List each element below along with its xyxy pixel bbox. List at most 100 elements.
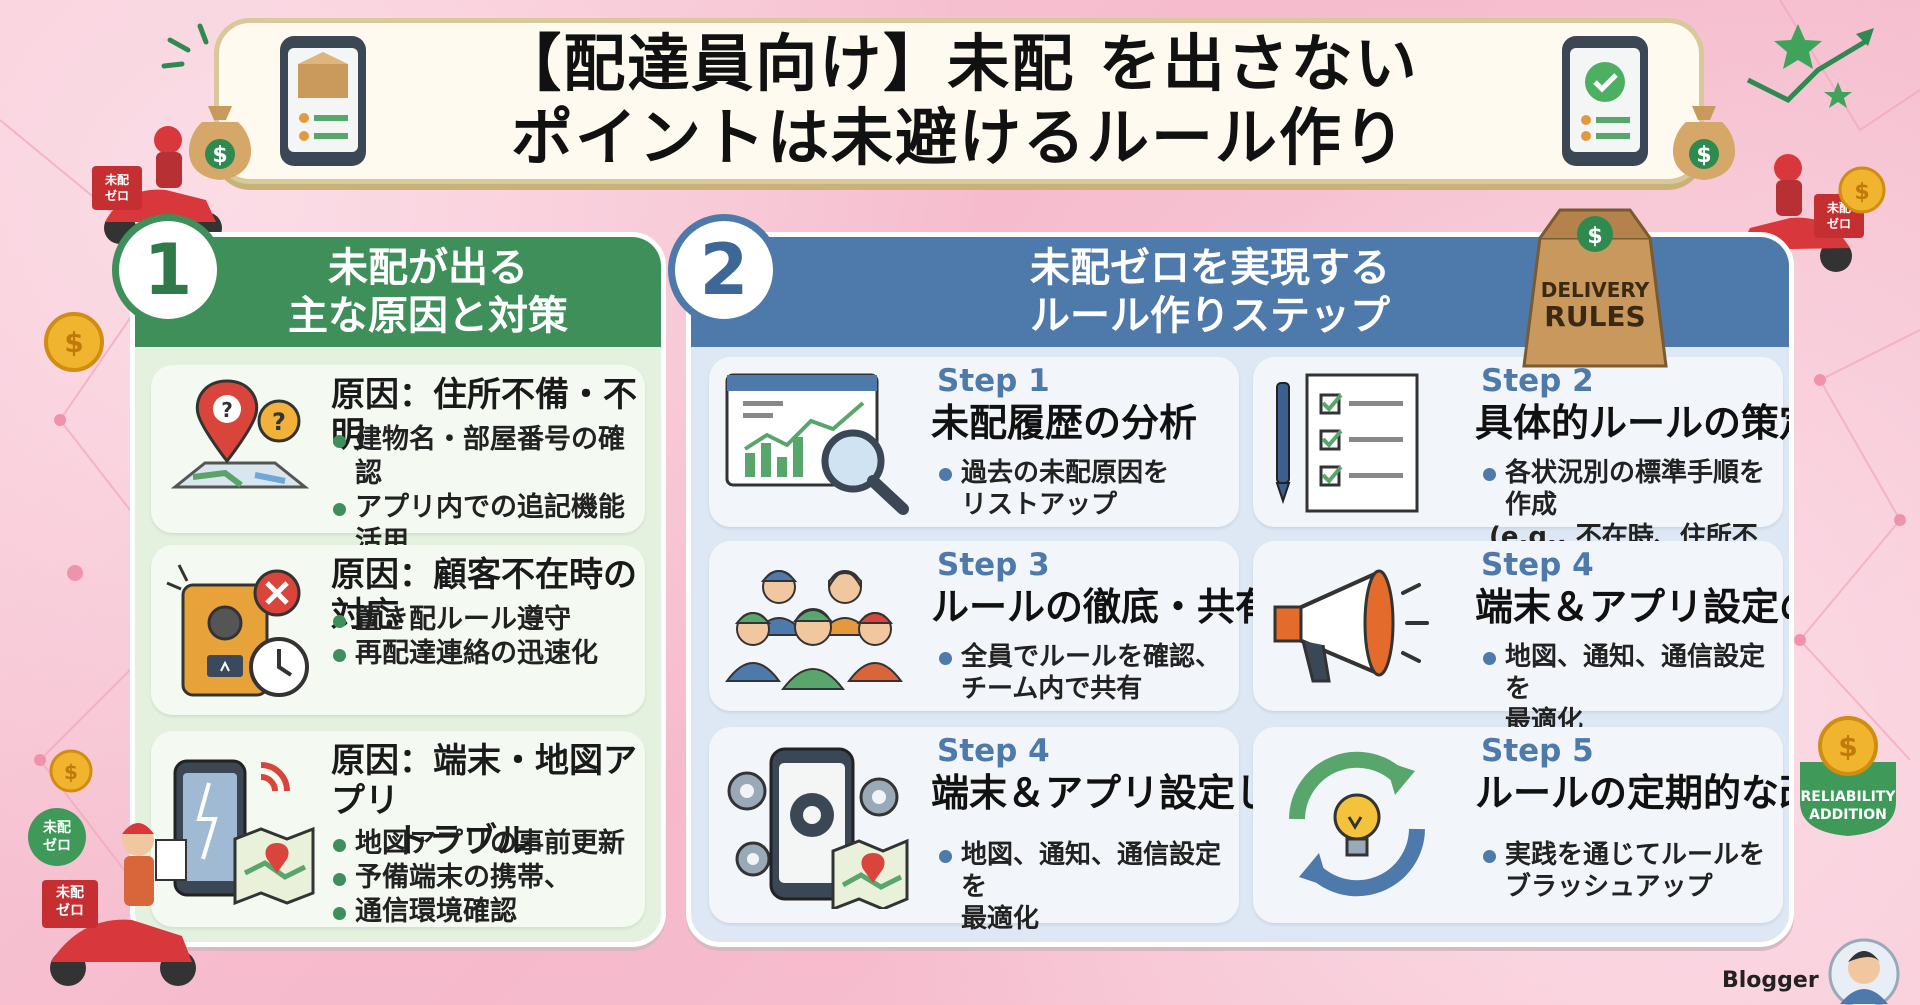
svg-text:$: $ [212, 143, 227, 168]
cause-item: 建物名・部屋番号の確認 [331, 423, 639, 491]
step-detail-line: 地図、通知、通信設定を [1481, 641, 1779, 705]
step-label: Step 4 [937, 733, 1050, 769]
paper-bag-icon: $ [1522, 208, 1668, 368]
svg-text:$: $ [1696, 143, 1711, 168]
cause-item: アプリ内での追記機能活用 [331, 491, 639, 559]
step-detail-line: チーム内で共有 [961, 674, 1143, 704]
step-detail: 過去の未配原因を リストアップ [937, 457, 1235, 521]
cause-card-device: 原因：端末・地図アプリ トラブル 地図アプリの事前更新 予備端末の携帯、 通信環… [151, 731, 645, 927]
step-title: ルールの徹底・共有 [931, 585, 1274, 629]
step-detail: 全員でルールを確認、 チーム内で共有 [937, 641, 1235, 705]
svg-text:?: ? [221, 398, 233, 422]
scooter-box-line-2: ゼロ [56, 903, 84, 919]
cause-list: 建物名・部屋番号の確認 アプリ内での追記機能活用 [331, 423, 639, 559]
title-banner: 【配達員向け】未配 を出さない ポイントは未避けるルール作り [214, 18, 1704, 184]
step-detail-line: 地図、通知、通信設定を [937, 839, 1235, 903]
bag-label-line-2: RULES [1544, 300, 1646, 333]
step-card-1: Step 1 未配履歴の分析 過去の未配原因を リストアップ [709, 357, 1239, 527]
step-detail: 地図、通知、通信設定を 最適化 [1481, 641, 1779, 737]
svg-text:$: $ [1587, 224, 1602, 249]
zero-badge: 未配 ゼロ [28, 808, 86, 866]
courier-scooter-icon [42, 823, 196, 986]
step-card-3: Step 3 ルールの徹底・共有 全員でルールを確認、 チーム内で共有 [709, 541, 1274, 711]
cause-title: 原因：住所不備・不明 [331, 375, 637, 455]
cause-list: 地図アプリの事前更新 予備端末の携帯、 通信環境確認 [331, 827, 639, 929]
star-growth-icon [1746, 24, 1874, 108]
step-detail-line: 実践を通じてルールを [1481, 839, 1779, 871]
author-label: Blogger [1722, 968, 1819, 993]
step-detail-line: 過去の未配原因を [937, 457, 1235, 489]
badge-line-2: ADDITION [1809, 807, 1887, 823]
step-detail-line: 最適化 [961, 904, 1040, 934]
megaphone-icon [1273, 569, 1429, 683]
causes-heading: 未配が出る 主な原因と対策 [135, 237, 661, 347]
scooter-box-label: 未配 ゼロ [42, 884, 98, 920]
cause-card-address: ? ? 原因：住所不備・不明 建物名・部屋番号の確認 アプリ内での追記機能活用 [151, 365, 645, 557]
step-detail: 実践を通じてルールを ブラッシュアップ [1481, 839, 1779, 903]
step-card-4b: Step 4 端末＆アプリ設定し 地図、通知、通信設定を 最適化 [709, 727, 1274, 934]
coin-icon: $ [49, 749, 93, 793]
step-title: 端末＆アプリ設定の直し [1475, 585, 1789, 629]
zero-badge-line-2: ゼロ [43, 838, 71, 854]
svg-text:$: $ [64, 760, 78, 784]
title-line-2: ポイントは未避けるルール作り [510, 101, 1407, 174]
checklist-pen-icon [1275, 373, 1419, 513]
steps-heading-line-1: 未配ゼロを実現する [1030, 245, 1390, 291]
cause-item: 置き配ルール遵守 [331, 603, 639, 637]
money-bag-icon: $ [188, 106, 252, 180]
svg-text:ゼロ: ゼロ [1827, 216, 1851, 231]
reliability-badge: $ RELIABILITY ADDITION [1792, 712, 1904, 840]
step-card-4: Step 4 端末＆アプリ設定の直し 地図、通知、通信設定を 最適化 [1253, 541, 1789, 736]
cause-title: 原因：顧客不在時の対応 [331, 555, 637, 635]
cause-item-continued: 通信環境確認 [331, 895, 639, 929]
svg-text:$: $ [1838, 730, 1857, 763]
badge-text: RELIABILITY ADDITION [1792, 788, 1904, 824]
cause-title-line-1: 原因：端末・地図アプリ [331, 741, 637, 821]
money-bag-icon: $ [1672, 106, 1736, 180]
cause-title: 原因：端末・地図アプリ トラブル [331, 741, 637, 861]
map-pin-question-icon: ? ? [170, 379, 310, 489]
section-number-2: 2 [668, 214, 780, 326]
svg-text:?: ? [272, 408, 286, 436]
step-title: ルールの定期的な改善 [1475, 771, 1789, 815]
svg-text:未配: 未配 [104, 172, 129, 187]
svg-text:ゼロ: ゼロ [105, 188, 129, 203]
team-icon [725, 570, 903, 690]
phone-gear-map-icon [727, 747, 909, 909]
step-label: Step 3 [937, 547, 1050, 583]
delivery-rules-bag: $ DELIVERY RULES [1520, 200, 1670, 370]
step-label: Step 2 [1481, 363, 1594, 399]
step-title: 未配履歴の分析 [931, 401, 1198, 445]
step-detail-line: リストアップ [961, 490, 1118, 520]
cause-list: 置き配ルール遵守 再配達連絡の迅速化 [331, 603, 639, 671]
step-title: 端末＆アプリ設定し [931, 771, 1274, 815]
chart-magnifier-icon [725, 373, 909, 515]
step-detail-line: 各状況別の標準手順を作成 [1481, 457, 1779, 521]
coin-icon: $ [44, 312, 104, 372]
smartphone-box-icon [280, 36, 366, 166]
cause-item: 地図アプリの事前更新 [331, 827, 639, 861]
sparkle-icon [161, 23, 209, 69]
svg-text:$: $ [1854, 180, 1869, 205]
section-number-1: 1 [112, 214, 224, 326]
coin-icon: $ [1838, 166, 1886, 214]
doorbell-clock-icon [166, 564, 309, 697]
causes-panel: 未配が出る 主な原因と対策 ? ? 原因：住所不備・不明 建物名・部屋番号の確認… [130, 232, 666, 947]
cause-item: 予備端末の携帯、 [331, 861, 639, 895]
step-label: Step 4 [1481, 547, 1594, 583]
scooter-box-line-1: 未配 [56, 885, 84, 901]
step-detail-line: 全員でルールを確認、 [937, 641, 1235, 673]
zero-badge-line-1: 未配 [43, 820, 71, 836]
bag-label-line-1: DELIVERY [1540, 278, 1650, 302]
cause-item: 再配達連絡の迅速化 [331, 637, 639, 671]
steps-heading-line-2: ルール作りステップ [1030, 293, 1390, 339]
step-detail-line: ブラッシュアップ [1505, 872, 1713, 902]
step-label: Step 5 [1481, 733, 1594, 769]
badge-coin-icon: $ [1800, 716, 1896, 836]
broken-phone-map-icon [173, 759, 315, 906]
step-title: 具体的ルールの策定 [1475, 401, 1794, 445]
step-label: Step 1 [937, 363, 1050, 399]
avatar [1828, 938, 1900, 1005]
cause-card-absent: 原因：顧客不在時の対応 置き配ルール遵守 再配達連絡の迅速化 [151, 545, 645, 715]
step-card-5: Step 5 ルールの定期的な改善 実践を通じてルールを ブラッシュアップ [1253, 727, 1789, 923]
